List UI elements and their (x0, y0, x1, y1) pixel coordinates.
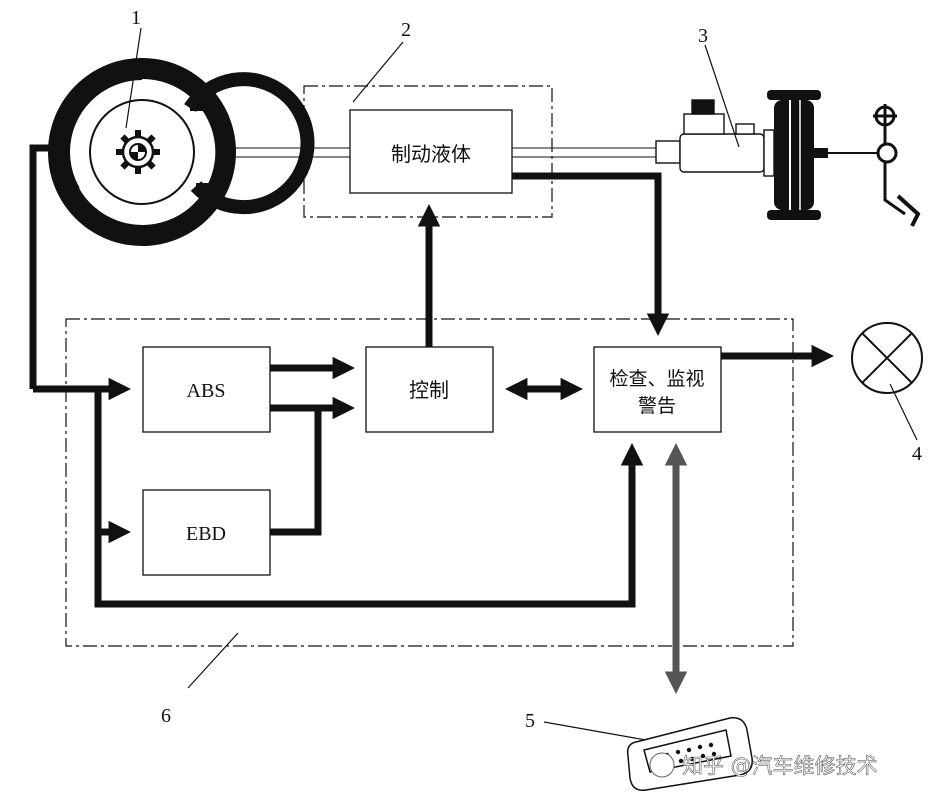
callout-1-leader (125, 27, 142, 129)
check-input-arrow (94, 443, 644, 608)
brake-pedal-icon (873, 104, 921, 227)
ebd-to-control-arrow (270, 408, 322, 536)
abs-box (142, 346, 271, 433)
ebd-label: EBD (186, 523, 226, 545)
check-monitor-box (593, 346, 722, 433)
brake-booster-icon (767, 90, 878, 220)
callout-1: 1 (131, 7, 141, 29)
watermark: 知乎 @汽车维修技术 (649, 752, 878, 778)
control-box (365, 346, 494, 433)
brake-line-right (512, 147, 660, 158)
callout-6: 6 (161, 705, 171, 727)
warning-lamp-icon (851, 322, 923, 394)
brake-disc-wheel-icon (48, 58, 315, 246)
warning-label: 警告 (638, 395, 676, 417)
callout-3-leader (704, 44, 740, 148)
wheel-speed-sensor-gear-icon (116, 130, 160, 174)
callout-5: 5 (525, 710, 535, 732)
callout-2: 2 (401, 19, 411, 41)
callout-4-leader (889, 383, 918, 441)
check-monitor-label: 检查、监视 (609, 368, 704, 390)
abs-label: ABS (187, 380, 226, 402)
control-label: 控制 (409, 378, 449, 402)
callout-5-leader (543, 721, 647, 741)
callout-3: 3 (698, 25, 708, 47)
callout-4: 4 (912, 443, 922, 465)
ebd-input-arrow (94, 389, 131, 544)
callout-2-leader (352, 41, 404, 103)
watermark-logo-icon (649, 752, 675, 778)
master-cylinder-icon (655, 99, 775, 177)
callout-6-leader (187, 632, 239, 689)
fluid-to-check-arrow (512, 172, 670, 336)
brake-fluid-label: 制动液体 (391, 142, 471, 166)
watermark-text: 知乎 @汽车维修技术 (682, 754, 878, 778)
brake-line-left (236, 147, 350, 158)
brake-fluid-box (349, 109, 513, 194)
